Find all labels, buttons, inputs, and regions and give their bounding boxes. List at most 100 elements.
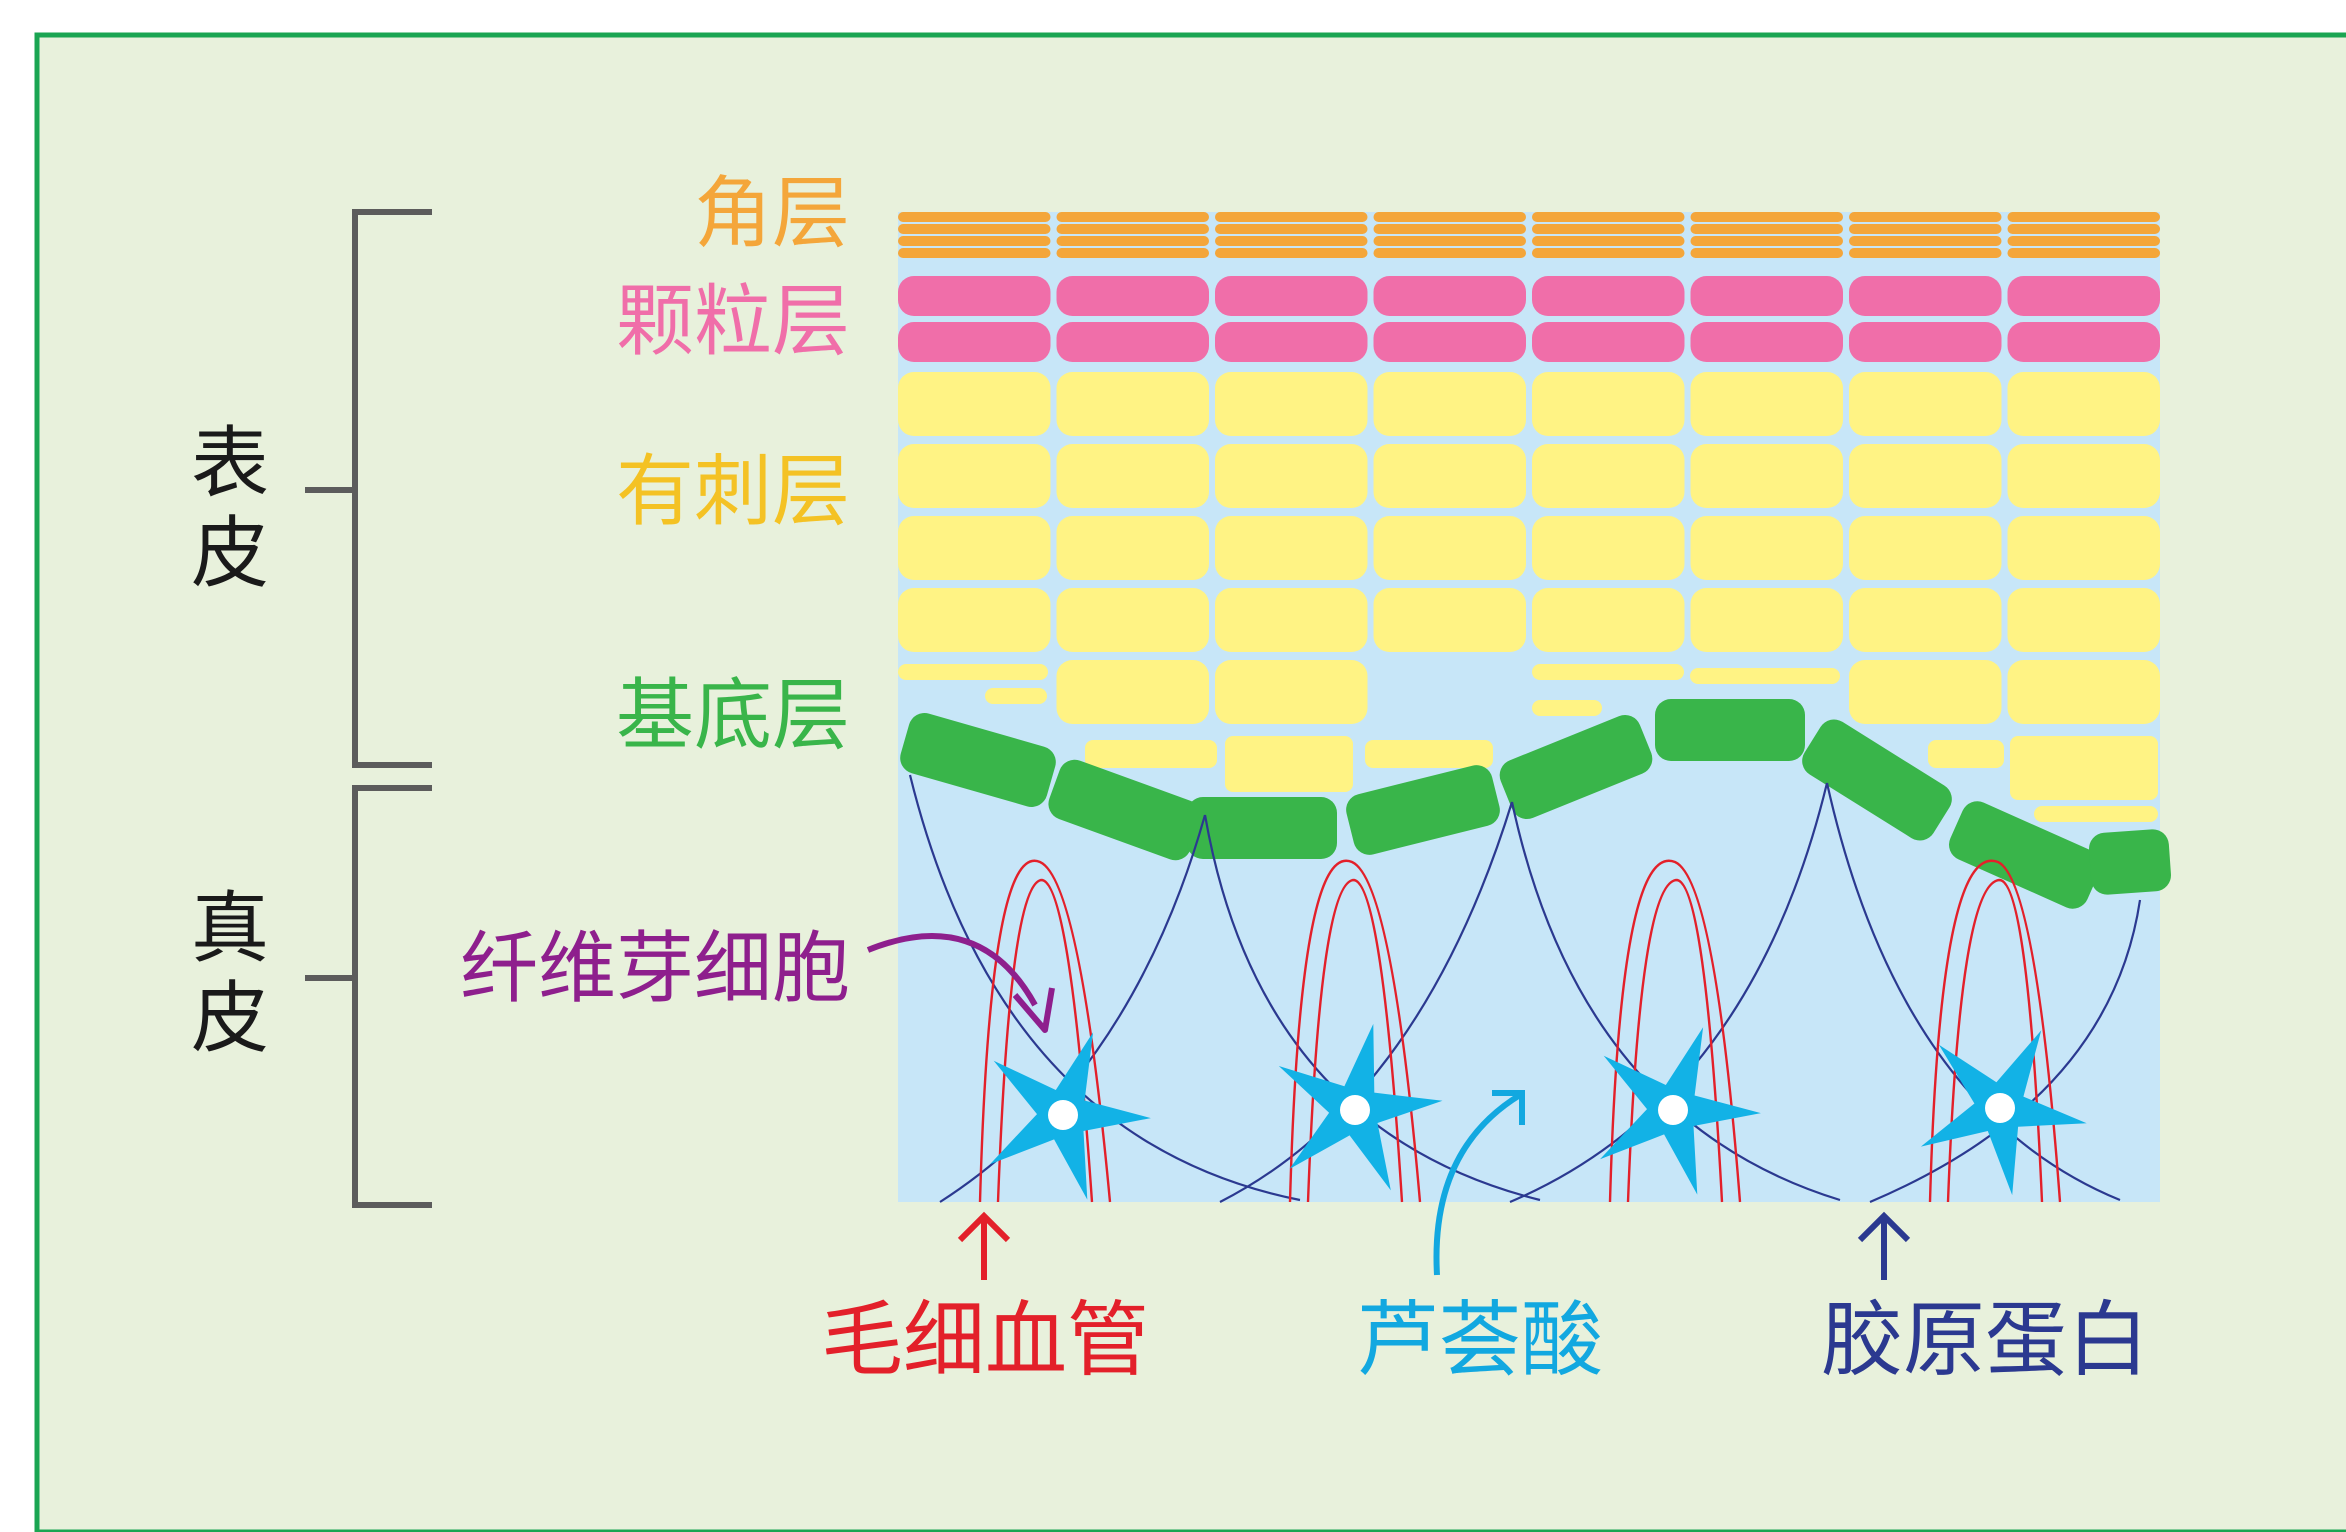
spinosum-cell (1215, 444, 1368, 508)
spinosum-cell (898, 516, 1051, 580)
spinosum-cell (1532, 516, 1685, 580)
spinosum-cell (2007, 660, 2160, 724)
corneum-cell (898, 236, 1051, 246)
spinosum-cell (1690, 516, 1843, 580)
epidermis-label-char-1: 表 (191, 419, 269, 509)
spinosum-fragment (2034, 806, 2158, 822)
spinosum-cell (1056, 444, 1209, 508)
granulosum-cell (1849, 322, 2002, 362)
spinosum-cell (1532, 588, 1685, 652)
spinosum-cell (1690, 588, 1843, 652)
collagen-fibers (908, 774, 2142, 1204)
granulosum-cell (1532, 322, 1685, 362)
spinosum-cell (1849, 516, 2002, 580)
spinosum-cell (1215, 588, 1368, 652)
basale-cell (900, 713, 1056, 807)
collagen-arrow-icon (1857, 1211, 1911, 1280)
spinosum-cell (1373, 516, 1526, 580)
granulosum-cell (1690, 276, 1843, 316)
corneum-cell (1849, 236, 2002, 246)
corneum-cell (898, 248, 1051, 258)
fibroblast-cells (990, 1023, 2087, 1200)
basale-cell (1802, 719, 1952, 841)
corneum-cell (2007, 212, 2160, 222)
corneum-cell (2007, 224, 2160, 234)
spinosum-cell (1056, 660, 1209, 724)
corneum-cell (1532, 248, 1685, 258)
spinosum-cell (2007, 444, 2160, 508)
spinosum-cell (1215, 372, 1368, 436)
spinosum-cell (1849, 372, 2002, 436)
spinosum-cell (1215, 660, 1368, 724)
corneum-cell (1532, 224, 1685, 234)
spinosum-fragment (1928, 740, 2004, 768)
aloesin-arrow-icon (1433, 1090, 1525, 1276)
spinosum-fragment (898, 664, 1048, 680)
corneum-cell (1690, 248, 1843, 258)
spinosum-cell (1849, 444, 2002, 508)
dermis-label-char-1: 真 (191, 884, 269, 974)
corneum-cell (1215, 224, 1368, 234)
corneum-cell (898, 224, 1051, 234)
spinosum-cell (1056, 516, 1209, 580)
spinosum-cell (1849, 588, 2002, 652)
granulosum-cell (1532, 276, 1685, 316)
fibroblast-pointer-arrow (866, 933, 1038, 1007)
corneum-cell (1373, 212, 1526, 222)
corneum-cell (1690, 212, 1843, 222)
granulosum-cell (1056, 276, 1209, 316)
basale-cell (1346, 765, 1500, 855)
basale-cell (1655, 699, 1805, 761)
stratum-granulosum-label: 颗粒层 (616, 277, 850, 367)
corneum-cell (1849, 212, 2002, 222)
granulosum-cell (2007, 322, 2160, 362)
granulosum-cell (1056, 322, 1209, 362)
spinosum-cell (2007, 588, 2160, 652)
spinosum-cell (898, 588, 1051, 652)
basale-cell (1048, 759, 1202, 861)
aloesin-label: 芦荟酸 (1357, 1293, 1603, 1388)
corneum-cell (1056, 212, 1209, 222)
corneum-cell (1215, 212, 1368, 222)
capillary-loops (978, 859, 2062, 1203)
stratum-corneum-layer (898, 212, 2160, 258)
granulosum-cell (1690, 322, 1843, 362)
corneum-cell (1532, 236, 1685, 246)
spinosum-cell (1373, 372, 1526, 436)
stratum-spinosum-lower-cells (898, 664, 2158, 822)
granulosum-cell (1215, 322, 1368, 362)
corneum-cell (1373, 248, 1526, 258)
cell-nucleus (1985, 1093, 2015, 1123)
corneum-cell (1056, 236, 1209, 246)
fibroblast-label: 纤维芽细胞 (460, 924, 850, 1014)
cell-nucleus (1340, 1095, 1370, 1125)
granulosum-cell (898, 276, 1051, 316)
spinosum-cell (1690, 372, 1843, 436)
spinosum-cell (2007, 516, 2160, 580)
spinosum-fragment (1532, 700, 1602, 716)
spinosum-cell (1373, 444, 1526, 508)
dermis-label-char-2: 皮 (191, 974, 269, 1064)
spinosum-cell (1532, 444, 1685, 508)
spinosum-fragment (2010, 736, 2158, 800)
spinosum-cell (1690, 444, 1843, 508)
stratum-corneum-label: 角层 (694, 169, 850, 259)
spinosum-fragment (1085, 740, 1217, 768)
spinosum-fragment (1365, 740, 1493, 768)
corneum-cell (1532, 212, 1685, 222)
spinosum-cell (1532, 372, 1685, 436)
corneum-cell (898, 212, 1051, 222)
cell-nucleus (1048, 1100, 1078, 1130)
granulosum-cell (1215, 276, 1368, 316)
stratum-spinosum-label: 有刺层 (616, 447, 850, 537)
spinosum-cell (1373, 588, 1526, 652)
stratum-granulosum-layer (898, 276, 2160, 362)
spinosum-cell (2007, 372, 2160, 436)
corneum-cell (1056, 248, 1209, 258)
corneum-cell (1690, 236, 1843, 246)
epidermis-label-char-2: 皮 (191, 509, 269, 599)
basale-cell (1948, 801, 2102, 909)
spinosum-cell (1056, 588, 1209, 652)
granulosum-cell (898, 322, 1051, 362)
